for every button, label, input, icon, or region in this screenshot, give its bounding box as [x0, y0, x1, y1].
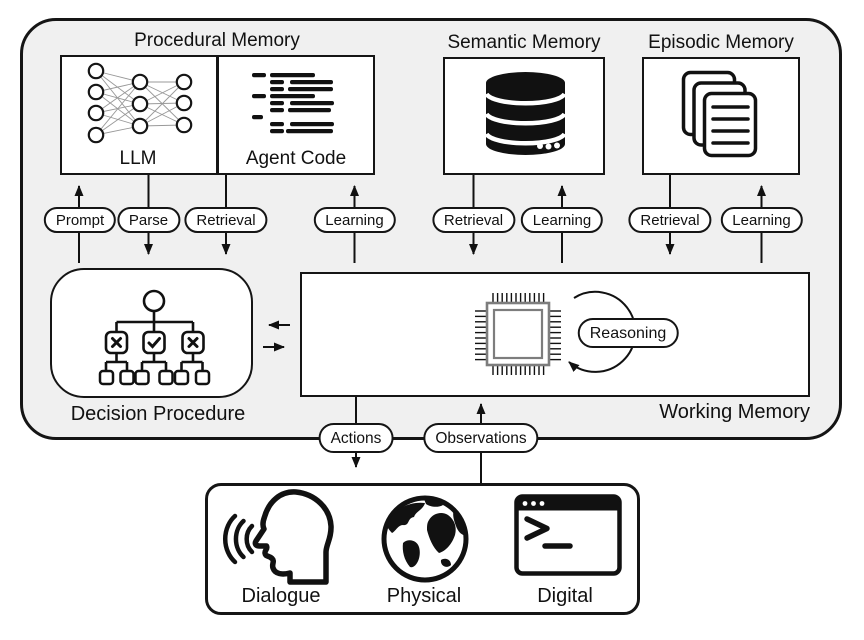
speaking-head-icon — [222, 488, 340, 586]
actions-pill: Actions — [318, 423, 394, 453]
procedural-retrieval-pill: Retrieval — [184, 207, 268, 233]
physical-label: Physical — [386, 585, 462, 607]
semantic-retrieval-pill: Retrieval — [431, 207, 516, 233]
terminal-window-icon — [514, 494, 622, 576]
working-memory-box — [300, 272, 810, 397]
procedural-memory-title: Procedural Memory — [134, 30, 300, 51]
working-memory-label: Working Memory — [659, 401, 810, 423]
prompt-pill: Prompt — [43, 207, 117, 233]
episodic-retrieval-pill: Retrieval — [628, 207, 712, 233]
observations-pill: Observations — [423, 423, 539, 453]
database-icon — [486, 72, 565, 157]
reasoning-pill: Reasoning — [577, 318, 679, 348]
cpu-chip-icon — [473, 291, 563, 377]
semantic-memory-title: Semantic Memory — [447, 32, 601, 53]
llm-label: LLM — [119, 148, 157, 169]
parse-pill: Parse — [116, 207, 181, 233]
digital-label: Digital — [537, 585, 593, 607]
code-lines-icon — [250, 70, 340, 136]
neural-network-icon — [85, 60, 195, 146]
episodic-memory-title: Episodic Memory — [648, 32, 794, 53]
documents-icon — [681, 70, 759, 160]
agent-code-label: Agent Code — [245, 148, 347, 169]
procedural-learning-pill: Learning — [313, 207, 396, 233]
episodic-learning-pill: Learning — [720, 207, 803, 233]
dialogue-label: Dialogue — [241, 585, 321, 607]
decision-procedure-label: Decision Procedure — [70, 403, 246, 425]
semantic-learning-pill: Learning — [520, 207, 604, 233]
decision-tree-icon — [72, 288, 236, 388]
procedural-box-divider — [216, 55, 219, 175]
globe-icon — [380, 494, 470, 584]
